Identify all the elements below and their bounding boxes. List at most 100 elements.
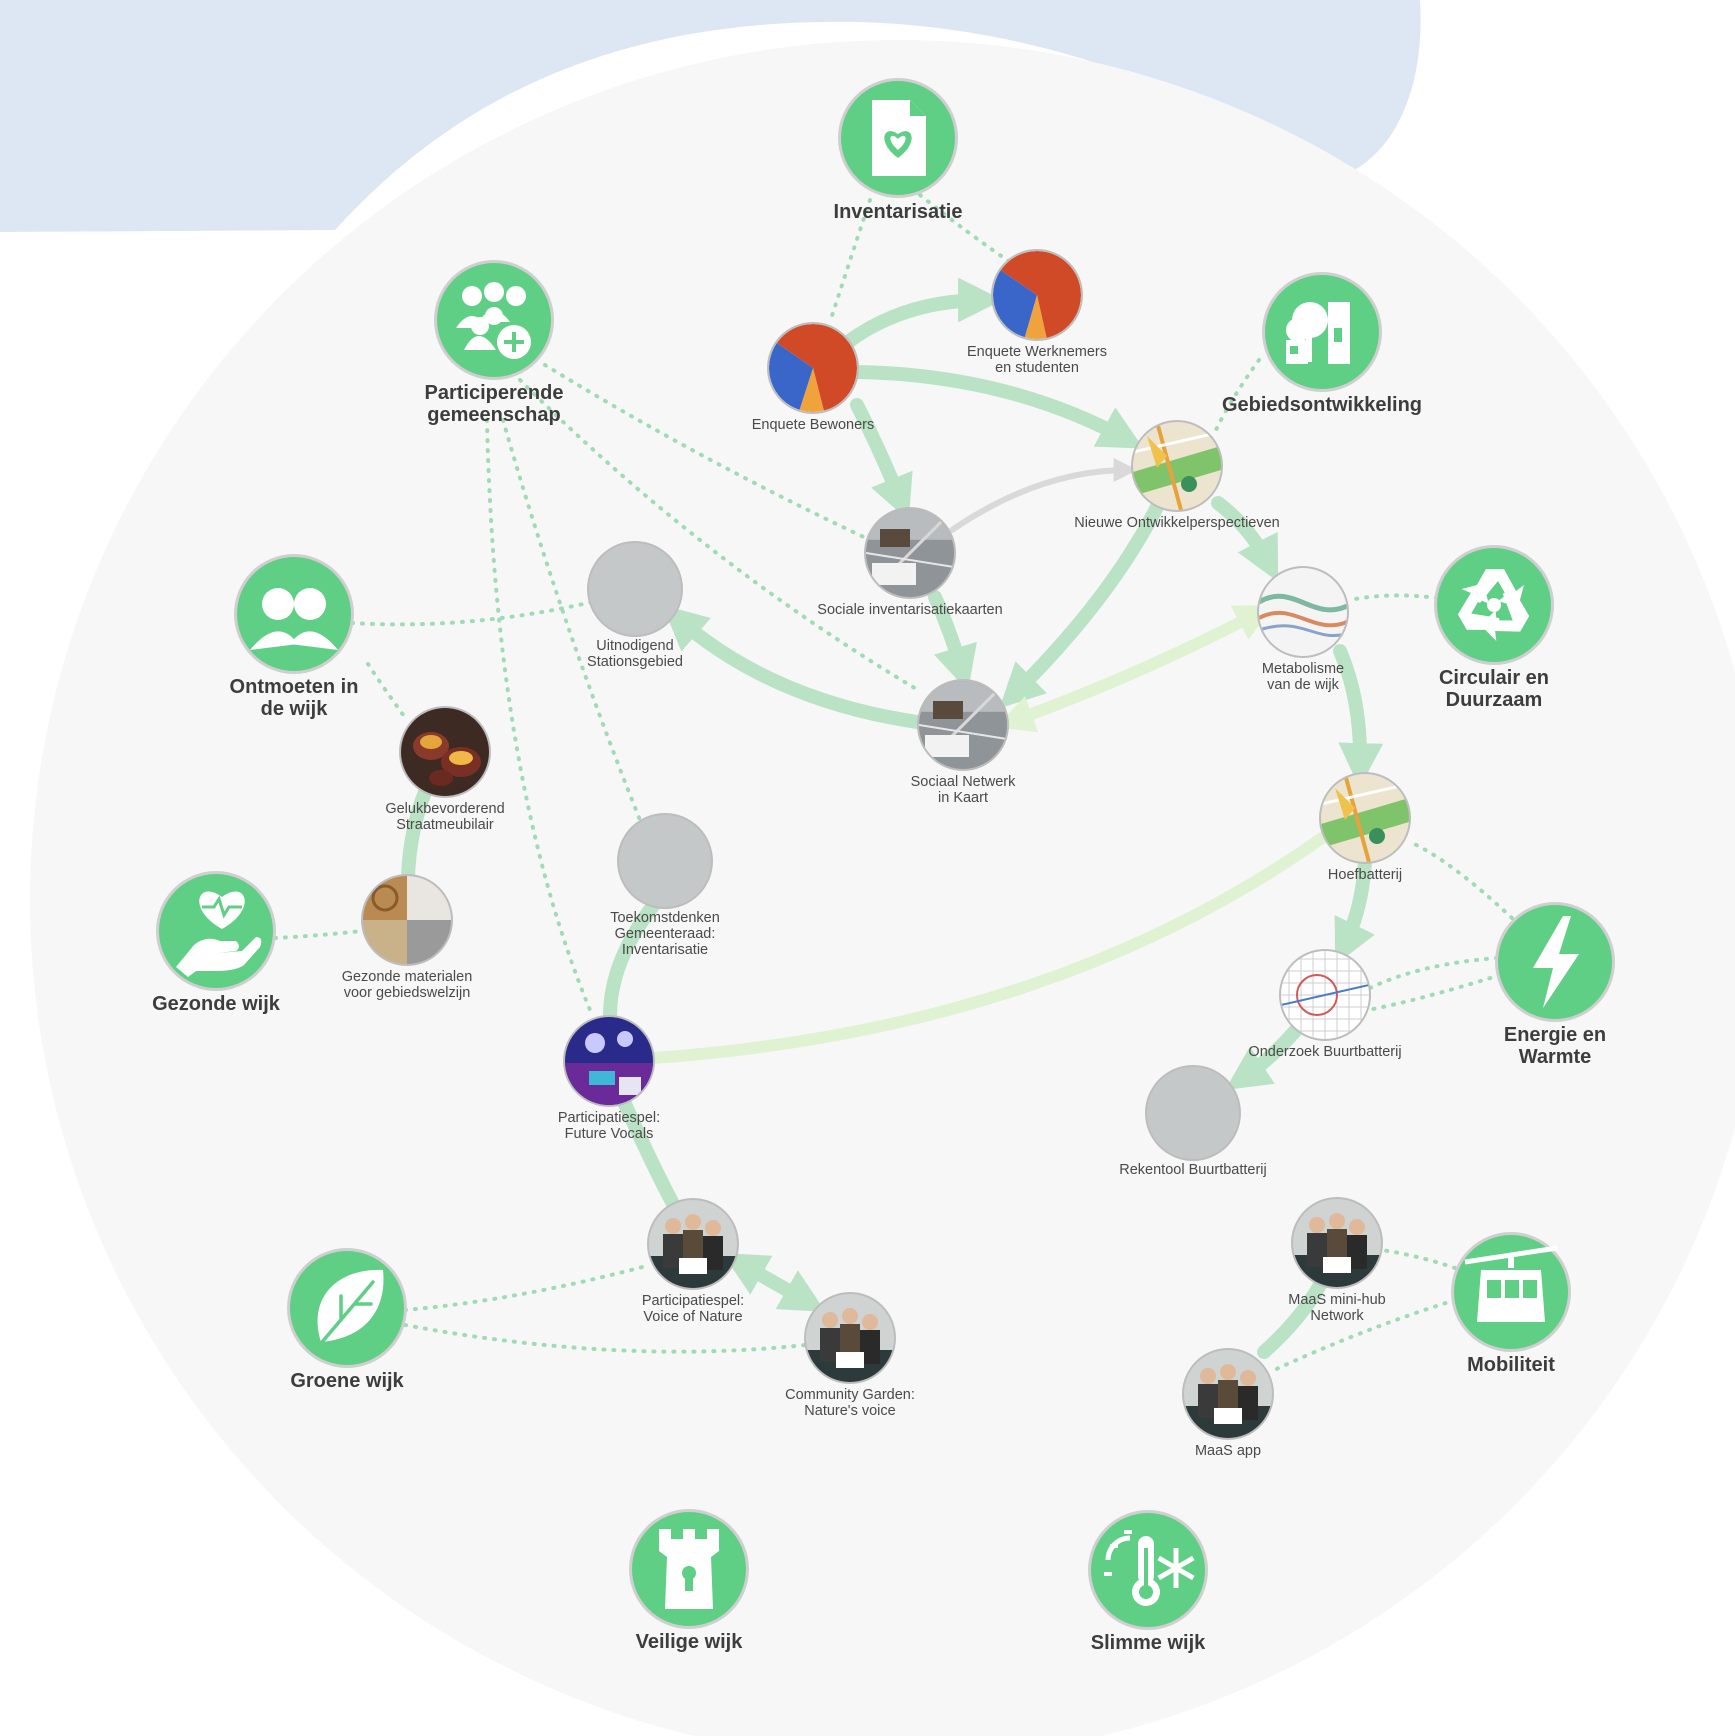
project-label-line: MaaS mini-hub <box>1288 1292 1386 1308</box>
toekomstdenken-gemeenteraad-node[interactable] <box>617 813 713 909</box>
category-label-line: Warmte <box>1519 1046 1592 1068</box>
directed-link <box>1225 1023 1303 1090</box>
directed-link <box>618 1097 679 1209</box>
project-label-line: Nature's voice <box>804 1403 895 1419</box>
project-label-line: Inventarisatie <box>622 942 708 958</box>
hand-heart-icon <box>176 891 262 977</box>
onderzoek-buurtbatterij-node[interactable] <box>1279 949 1371 1041</box>
slimme-wijk-category[interactable] <box>1088 1510 1208 1630</box>
project-label: Participatiespel:Voice of Nature <box>642 1293 744 1325</box>
people-plus-icon <box>456 282 531 359</box>
thermometer-snow-icon <box>1104 1530 1195 1606</box>
gebiedsontwikkeling-category[interactable] <box>1262 272 1382 392</box>
project-label-line: Network <box>1310 1308 1364 1324</box>
metabolisme-van-de-wijk-node[interactable] <box>1257 566 1349 658</box>
pie-slice <box>769 342 813 410</box>
category-label-line: de wijk <box>261 698 329 720</box>
ontmoeten-in-de-wijk-category[interactable] <box>234 554 354 674</box>
dotted-link <box>1268 1298 1457 1374</box>
project-label: Rekentool Buurtbatterij <box>1119 1162 1267 1178</box>
recycle-icon <box>1457 569 1530 641</box>
gezonde-wijk-category[interactable] <box>156 871 276 991</box>
directed-link <box>401 785 432 883</box>
project-label-line: Enquete Bewoners <box>752 417 875 433</box>
enquete-werknemers-node[interactable] <box>991 249 1083 341</box>
project-label-line: Onderzoek Buurtbatterij <box>1248 1044 1401 1060</box>
directed-link <box>662 605 924 729</box>
project-label-line: Hoefbatterij <box>1328 867 1402 883</box>
project-label-line: van de wijk <box>1267 677 1339 693</box>
directed-link <box>722 1253 826 1312</box>
mobiliteit-category[interactable] <box>1451 1232 1571 1352</box>
project-label-line: Nieuwe Ontwikkelperspectieven <box>1074 515 1280 531</box>
cable-car-icon <box>1464 1245 1558 1322</box>
dotted-link <box>485 418 592 1012</box>
sociale-inventarisatiekaarten-node[interactable] <box>864 507 956 599</box>
link-light <box>647 832 1328 1064</box>
people-meeting-icon <box>250 588 338 650</box>
project-label-line: Community Garden: <box>785 1387 915 1403</box>
rekentool-buurtbatterij-node[interactable] <box>1145 1065 1241 1161</box>
dotted-link <box>1213 358 1261 434</box>
project-label-line: Future Vocals <box>565 1126 654 1142</box>
inventarisatie-category[interactable] <box>838 78 958 198</box>
pie-slice <box>1000 251 1081 338</box>
category-label: Veilige wijk <box>636 1631 744 1653</box>
dotted-link <box>403 1263 652 1312</box>
groene-wijk-category[interactable] <box>287 1248 407 1368</box>
sociaal-netwerk-in-kaart-node[interactable] <box>917 679 1009 771</box>
project-label-line: Uitnodigend <box>596 638 673 654</box>
participerende-gemeenschap-category[interactable] <box>434 260 554 380</box>
circulair-en-duurzaam-category[interactable] <box>1434 545 1554 665</box>
enquete-bewoners-node[interactable] <box>767 322 859 414</box>
project-label-line: Sociale inventarisatiekaarten <box>817 602 1002 618</box>
directed-link <box>841 277 1003 349</box>
dotted-link <box>501 418 642 822</box>
community-garden-node[interactable] <box>804 1292 896 1394</box>
gezonde-materialen-node[interactable] <box>361 874 453 966</box>
gelukbevorderend-straatmeubilair-node[interactable] <box>399 706 491 798</box>
category-label: Groene wijk <box>290 1370 404 1392</box>
category-label-line: Gezonde wijk <box>152 993 281 1015</box>
category-label-line: Circulair en <box>1439 667 1549 689</box>
network-background <box>30 40 1735 1736</box>
project-label-line: MaaS app <box>1195 1443 1261 1459</box>
project-label: ToekomstdenkenGemeenteraad:Inventarisati… <box>610 910 720 958</box>
project-label-line: Stationsgebied <box>587 654 683 670</box>
directed-link-light <box>995 604 1274 733</box>
project-label-line: Metabolisme <box>1262 661 1344 677</box>
energie-en-warmte-category[interactable] <box>1495 902 1615 1022</box>
project-label-line: Participatiespel: <box>642 1293 744 1309</box>
directed-link <box>1211 496 1279 582</box>
maas-mini-hub-network-node[interactable] <box>1291 1197 1383 1299</box>
category-label: Mobiliteit <box>1467 1354 1555 1376</box>
dotted-link <box>350 600 594 627</box>
participatiespel-future-vocals-node[interactable] <box>563 1015 655 1107</box>
directed-link <box>1334 855 1375 966</box>
project-label: Community Garden:Nature's voice <box>785 1387 915 1419</box>
project-label-line: voor gebiedswelzijn <box>344 985 471 1001</box>
project-label-line: Gezonde materialen <box>342 969 473 985</box>
veilige-wijk-category[interactable] <box>629 1509 749 1629</box>
category-label-line: Duurzaam <box>1446 689 1543 711</box>
leaf-icon <box>315 1269 384 1350</box>
project-label-line: Sociaal Netwerk <box>911 774 1017 790</box>
uitnodigend-stationsgebied-node[interactable] <box>587 541 683 637</box>
nieuwe-ontwikkelperspectieven-node[interactable] <box>1131 420 1223 512</box>
pie-slice <box>993 270 1037 338</box>
project-label-line: Participatiespel: <box>558 1110 660 1126</box>
project-label: Nieuwe Ontwikkelperspectieven <box>1074 515 1280 531</box>
hoefbatterij-node[interactable] <box>1319 772 1411 864</box>
category-label: Gebiedsontwikkeling <box>1222 394 1422 416</box>
tower-lock-icon <box>659 1529 719 1609</box>
pie-slice <box>1024 295 1047 339</box>
project-label-line: Straatmeubilair <box>396 817 494 833</box>
category-label-line: Participerende <box>425 382 564 404</box>
